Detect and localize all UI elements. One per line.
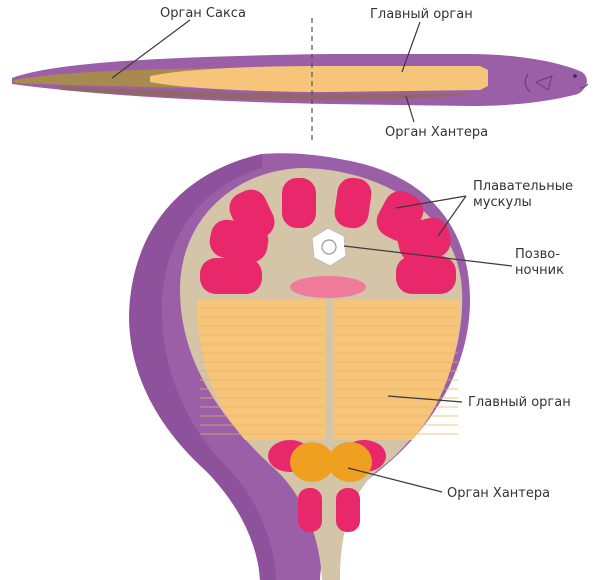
label-sachs-organ-top: Орган Сакса (160, 6, 246, 21)
muscle (396, 256, 456, 294)
main-organ-side (150, 66, 488, 92)
cross-labels: Плавательные мускулы Позво- ночник Главн… (343, 179, 577, 501)
label-hunter-organ-top: Орган Хантера (385, 125, 488, 140)
pectoral-fin (534, 75, 553, 91)
muscle-tail-right (336, 488, 360, 532)
eye (573, 74, 577, 78)
swim-muscles (200, 177, 456, 294)
mouth (579, 83, 589, 89)
leader-sachs-organ (111, 19, 191, 79)
hunter-organ-side (60, 86, 470, 100)
hunter-organ-left (290, 442, 334, 482)
muscle (209, 219, 269, 263)
label-main-organ-cross: Главный орган (468, 395, 571, 410)
main-organ-cross (197, 300, 460, 440)
muscle (200, 258, 262, 294)
leader-hunter-organ-cross (347, 467, 443, 493)
muscle (397, 217, 451, 263)
spinal-canal (321, 239, 337, 255)
eel-cross-section (129, 153, 471, 580)
main-organ-right (333, 300, 460, 440)
leader-spine (343, 245, 513, 267)
muscle (282, 178, 316, 228)
main-organ-stripes (200, 307, 458, 435)
label-hunter-organ-cross: Орган Хантера (447, 486, 550, 501)
muscle (334, 177, 372, 229)
leader-main-organ-cross (387, 395, 463, 403)
hunter-organ-right (328, 442, 372, 482)
muscle-tail-left (298, 488, 322, 532)
leader-main-organ (401, 21, 421, 73)
leader-swim-muscles-1 (395, 195, 467, 209)
spine-body (290, 276, 366, 298)
label-main-organ-top: Главный орган (370, 7, 473, 22)
label-spine: Позво- ночник (515, 247, 564, 278)
label-swim-muscles: Плавательные мускулы (473, 179, 577, 210)
top-labels: Орган Сакса Главный орган Орган Хантера (111, 6, 488, 140)
gill-line (524, 73, 531, 93)
eel-side-view (12, 18, 589, 140)
skin-band-left (129, 154, 276, 580)
spine (311, 227, 347, 267)
leader-swim-muscles-2 (437, 195, 467, 237)
leader-hunter-organ (405, 95, 415, 123)
hunter-organ-cross (268, 440, 386, 532)
